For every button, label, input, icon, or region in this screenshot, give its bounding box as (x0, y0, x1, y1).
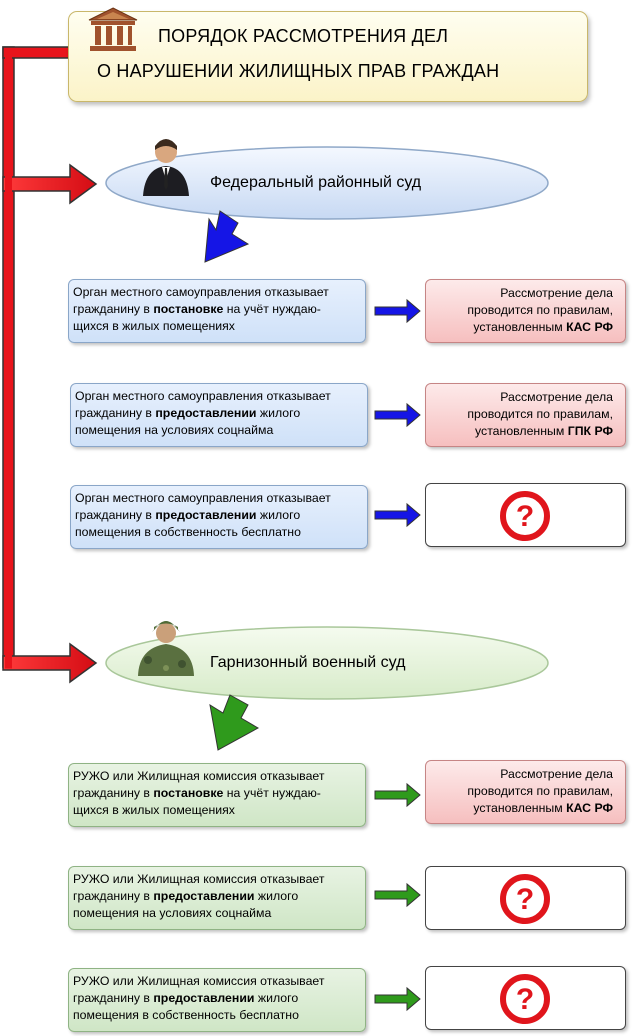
federal-court-ellipse (105, 146, 549, 220)
green-right-arrows (374, 782, 421, 1012)
case-text-line: помещения на условиях соцнайма (75, 423, 274, 437)
military-result-2: ? (425, 866, 626, 930)
federal-case-2: Орган местного самоуправления отказывает… (70, 383, 368, 447)
soldier-icon (138, 621, 194, 676)
case-text-line: гражданину в предоставлении жилого (73, 889, 299, 903)
title-line-1: ПОРЯДОК РАССМОТРЕНИЯ ДЕЛ (158, 26, 449, 46)
federal-result-2: Рассмотрение дела проводится по правилам… (425, 383, 626, 447)
military-case-3: РУЖО или Жилищная комиссия отказывает гр… (68, 968, 366, 1032)
federal-case-3: Орган местного самоуправления отказывает… (70, 485, 368, 549)
question-icon: ? (500, 874, 550, 924)
case-text-line: гражданину в постановке на учёт нуждаю- (73, 786, 321, 800)
result-text-line: Рассмотрение дела (500, 286, 613, 300)
military-case-2: РУЖО или Жилищная комиссия отказывает гр… (68, 866, 366, 930)
red-arrow-federal (2, 163, 98, 205)
case-text-line: щихся в жилых помещениях (73, 803, 235, 817)
federal-case-1: Орган местного самоуправления отказывает… (68, 279, 366, 343)
federal-court-label: Федеральный районный суд (210, 174, 422, 191)
federal-result-3: ? (425, 483, 626, 547)
svg-text:?: ? (516, 883, 534, 916)
case-text-line: помещения в собственность бесплатно (75, 525, 301, 539)
svg-text:?: ? (516, 500, 534, 533)
red-connector (2, 46, 70, 668)
case-text-line: помещения в собственность бесплатно (73, 1008, 299, 1022)
result-text-line: Рассмотрение дела (500, 767, 613, 781)
courthouse-icon (88, 7, 138, 51)
blue-right-arrows (374, 298, 421, 528)
case-text-line: Орган местного самоуправления отказывает (75, 491, 331, 505)
result-text-line: установленным КАС РФ (473, 320, 613, 334)
case-text-line: РУЖО или Жилищная комиссия отказывает (73, 769, 325, 783)
question-icon: ? (500, 974, 550, 1024)
case-text-line: РУЖО или Жилищная комиссия отказывает (73, 974, 325, 988)
case-text-line: Орган местного самоуправления отказывает (75, 389, 331, 403)
result-text-line: Рассмотрение дела (500, 390, 613, 404)
case-text-line: щихся в жилых помещениях (73, 319, 235, 333)
green-down-arrow (209, 694, 260, 751)
result-text-line: установленным КАС РФ (473, 801, 613, 815)
case-text-line: гражданину в предоставлении жилого (75, 508, 301, 522)
result-text-line: проводится по правилам, (467, 784, 613, 798)
question-icon: ? (500, 491, 550, 541)
result-text-line: проводится по правилам, (467, 407, 613, 421)
military-result-3: ? (425, 966, 626, 1030)
military-court-ellipse (105, 626, 549, 700)
title-line-2: О НАРУШЕНИИ ЖИЛИЩНЫХ ПРАВ ГРАЖДАН (97, 61, 500, 81)
svg-text:?: ? (516, 983, 534, 1016)
blue-down-arrow (204, 210, 250, 263)
military-court-label: Гарнизонный военный суд (210, 654, 406, 671)
military-case-1: РУЖО или Жилищная комиссия отказывает гр… (68, 763, 366, 827)
title-box: ПОРЯДОК РАССМОТРЕНИЯ ДЕЛ О НАРУШЕНИИ ЖИЛ… (68, 7, 588, 102)
case-text-line: гражданину в предоставлении жилого (73, 991, 299, 1005)
red-arrow-military (2, 642, 98, 684)
military-result-1: Рассмотрение дела проводится по правилам… (425, 760, 626, 824)
judge-icon (143, 139, 189, 196)
case-text-line: РУЖО или Жилищная комиссия отказывает (73, 872, 325, 886)
case-text-line: гражданину в постановке на учёт нуждаю- (73, 302, 321, 316)
result-text-line: проводится по правилам, (467, 303, 613, 317)
federal-result-1: Рассмотрение дела проводится по правилам… (425, 279, 626, 343)
case-text-line: помещения на условиях соцнайма (73, 906, 272, 920)
result-text-line: установленным ГПК РФ (475, 424, 613, 438)
case-text-line: Орган местного самоуправления отказывает (73, 285, 329, 299)
case-text-line: гражданину в предоставлении жилого (75, 406, 301, 420)
